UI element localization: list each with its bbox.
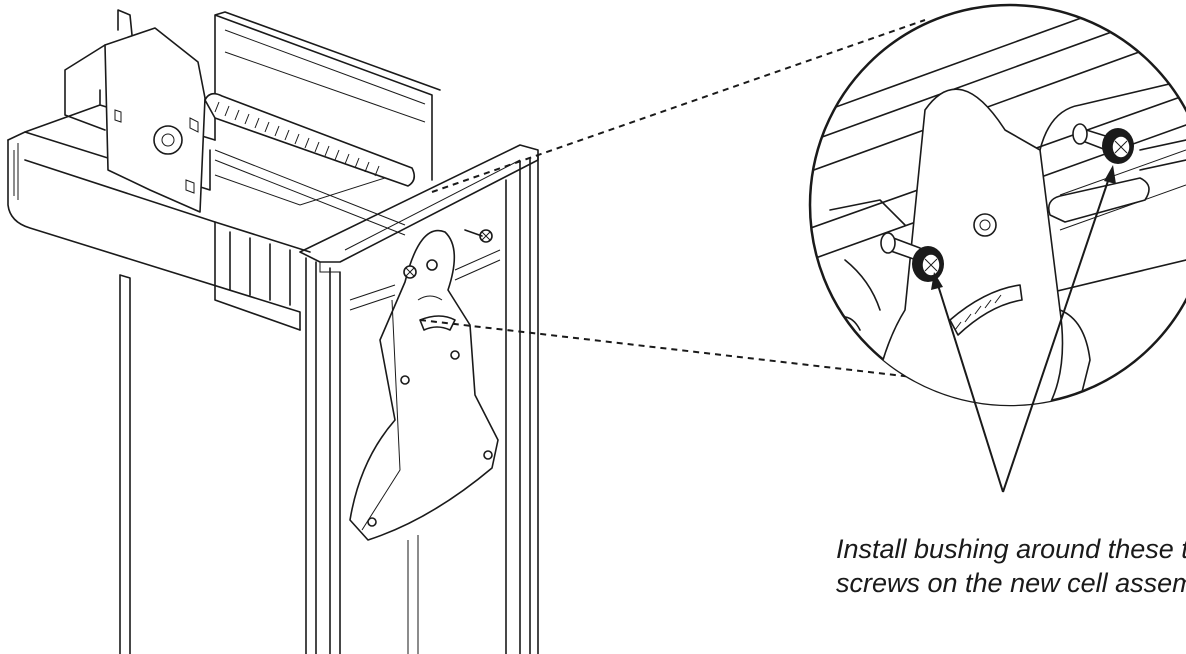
roller-teeth — [214, 101, 380, 177]
magnified-detail — [808, 3, 1186, 407]
vertical-rail-front — [305, 257, 341, 654]
vertical-rail-left — [119, 274, 131, 654]
vertical-rail-right — [505, 154, 539, 654]
screw-right-small — [464, 229, 493, 243]
callout-line-1: Install bushing around these t — [836, 534, 1186, 564]
screw-left-small — [403, 265, 417, 279]
arrowhead-right — [1104, 165, 1116, 184]
callout-arrows — [931, 165, 1116, 493]
magnified-screw-right — [1072, 123, 1186, 171]
side-bracket-plate — [104, 27, 206, 213]
roller — [204, 92, 416, 187]
cabinet-left-panel — [7, 139, 301, 331]
gear-hub — [153, 125, 183, 155]
dashed-leader-lower — [419, 319, 939, 381]
cabinet-assembly — [7, 9, 539, 654]
callout-line-2: screws on the new cell assem — [836, 568, 1186, 598]
magnified-arm-plate — [869, 88, 1064, 405]
magnified-screw-left — [880, 232, 944, 282]
top-frame-rear — [214, 11, 441, 181]
cell-arm — [349, 229, 499, 541]
arrowhead-left — [931, 272, 943, 290]
callout-caption: Install bushing around these t screws on… — [836, 532, 1186, 600]
